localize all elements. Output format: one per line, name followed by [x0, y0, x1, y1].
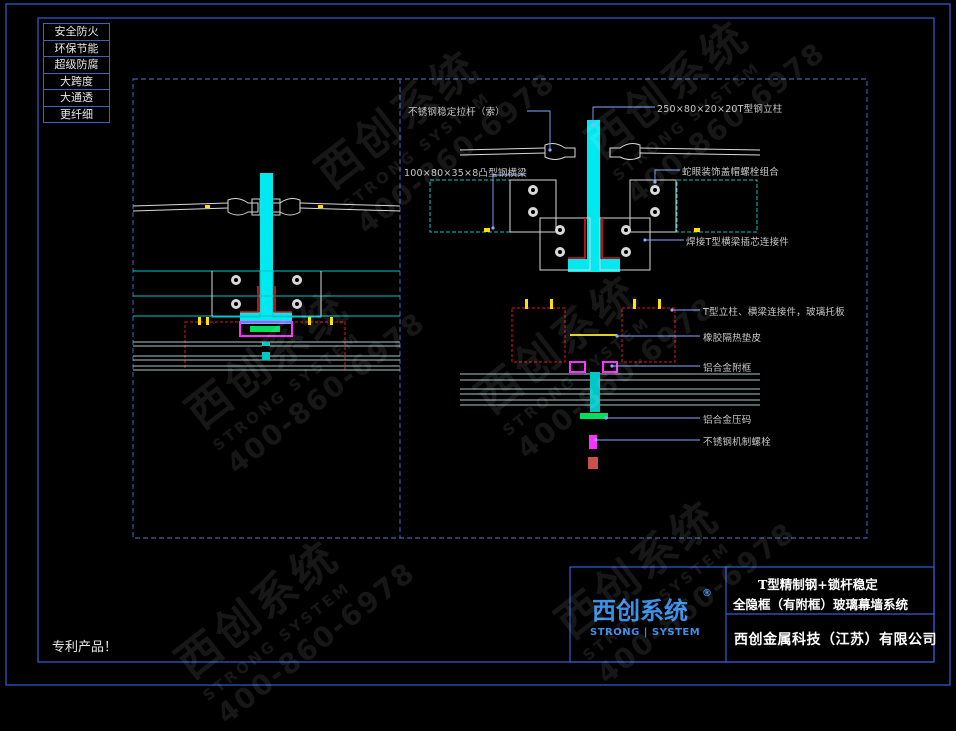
callout-beam: 100×80×35×8凸型钢横梁 — [404, 168, 527, 179]
patent-note: 专利产品！ — [52, 640, 118, 655]
right-detail-upper — [429, 120, 761, 272]
right-detail-lower — [460, 299, 760, 469]
callout-leaders — [492, 106, 700, 441]
callout-pressure: 铝合金压码 — [703, 415, 752, 426]
feature-item: 更纤细 — [43, 105, 110, 123]
brand-name-en: STRONG | SYSTEM — [590, 627, 701, 638]
t-steel-flange-right — [568, 259, 620, 272]
t-steel-web-right — [587, 120, 600, 260]
registered-mark: ® — [702, 588, 713, 599]
callout-rod: 不锈钢稳定拉杆（索） — [408, 107, 506, 118]
callout-bolt-combo: 蛇眼装饰盖帽螺栓组合 — [682, 167, 780, 178]
viewport-frame — [132, 78, 868, 539]
title-block — [569, 566, 935, 663]
callout-tbracket: T型立柱、横梁连接件，玻璃托板 — [703, 307, 845, 318]
feature-list: 安全防火 环保节能 超级防腐 大跨度 大通透 更纤细 — [43, 23, 110, 123]
callout-tsteel: 250×80×20×20T型钢立柱 — [657, 104, 783, 115]
feature-item: 大通透 — [43, 89, 110, 106]
stabilizer-rod — [132, 202, 401, 212]
feature-item: 环保节能 — [43, 39, 110, 56]
callout-connector: 焊接T型横梁插芯连接件 — [686, 237, 790, 248]
drawing-canvas — [5, 3, 951, 686]
left-detail — [132, 173, 401, 371]
feature-item: 大跨度 — [43, 72, 110, 89]
outer-frame — [5, 3, 951, 686]
feature-item: 安全防火 — [43, 23, 110, 40]
callout-frame: 铝合金附框 — [703, 363, 752, 374]
cad-drawing: 安全防火 环保节能 超级防腐 大跨度 大通透 更纤细 不锈钢稳定拉杆（索） 25… — [5, 3, 951, 731]
callout-rubber: 橡胶隔热垫皮 — [703, 333, 762, 344]
feature-item: 超级防腐 — [43, 56, 110, 73]
company-name: 西创金属科技（江苏）有限公司 — [734, 632, 937, 648]
callout-screw: 不锈钢机制螺栓 — [703, 437, 771, 448]
stabilizer-rod-right — [459, 147, 761, 156]
title-line-2: 全隐框（有附框）玻璃幕墙系统 — [733, 597, 909, 612]
brand-name-cn: 西创系统 — [592, 597, 688, 625]
t-steel-web-left — [260, 173, 273, 313]
inner-frame — [37, 17, 935, 663]
title-line-1: T型精制钢+锁杆稳定 — [758, 577, 878, 592]
